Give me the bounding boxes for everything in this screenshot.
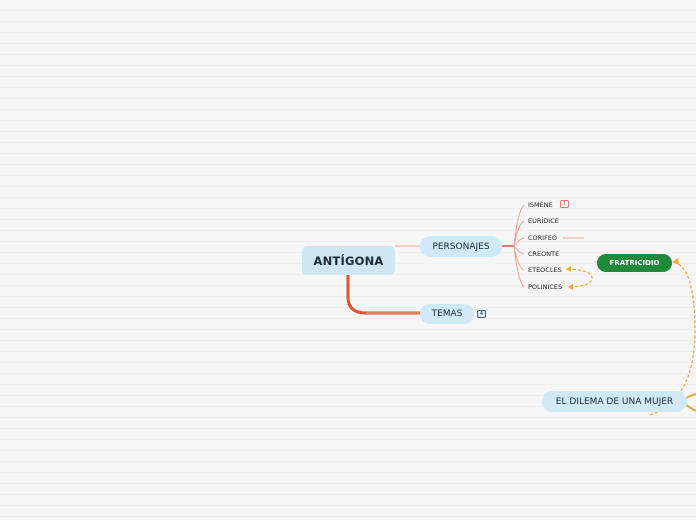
- leaf-ismene[interactable]: ISMENE: [528, 201, 553, 209]
- leaf-euridice[interactable]: EURÍDICE: [528, 217, 559, 225]
- node-dilema[interactable]: EL DILEMA DE UNA MUJER: [542, 391, 687, 412]
- root-node-antigona[interactable]: ANTÍGONA: [302, 246, 395, 275]
- leaf-eteocles[interactable]: ETEOCLES: [528, 266, 562, 274]
- node-temas-label: TEMAS: [431, 309, 463, 319]
- temas-collapsed-count-badge[interactable]: 4: [477, 310, 486, 318]
- node-personajes-label: PERSONAJES: [432, 241, 490, 252]
- ismene-count-badge[interactable]: 1: [560, 200, 569, 208]
- root-label: ANTÍGONA: [313, 253, 384, 268]
- node-personajes[interactable]: PERSONAJES: [420, 236, 502, 257]
- leaf-corifeo[interactable]: CORIFEO: [528, 234, 558, 242]
- node-temas[interactable]: TEMAS: [420, 304, 474, 324]
- node-fratricidio[interactable]: FRATRICIDIO: [597, 254, 672, 272]
- leaf-polinices[interactable]: POLINICES: [528, 283, 563, 291]
- node-fratricidio-label: FRATRICIDIO: [609, 259, 660, 267]
- leaf-creonte[interactable]: CREONTE: [528, 250, 560, 258]
- node-dilema-label: EL DILEMA DE UNA MUJER: [555, 396, 674, 407]
